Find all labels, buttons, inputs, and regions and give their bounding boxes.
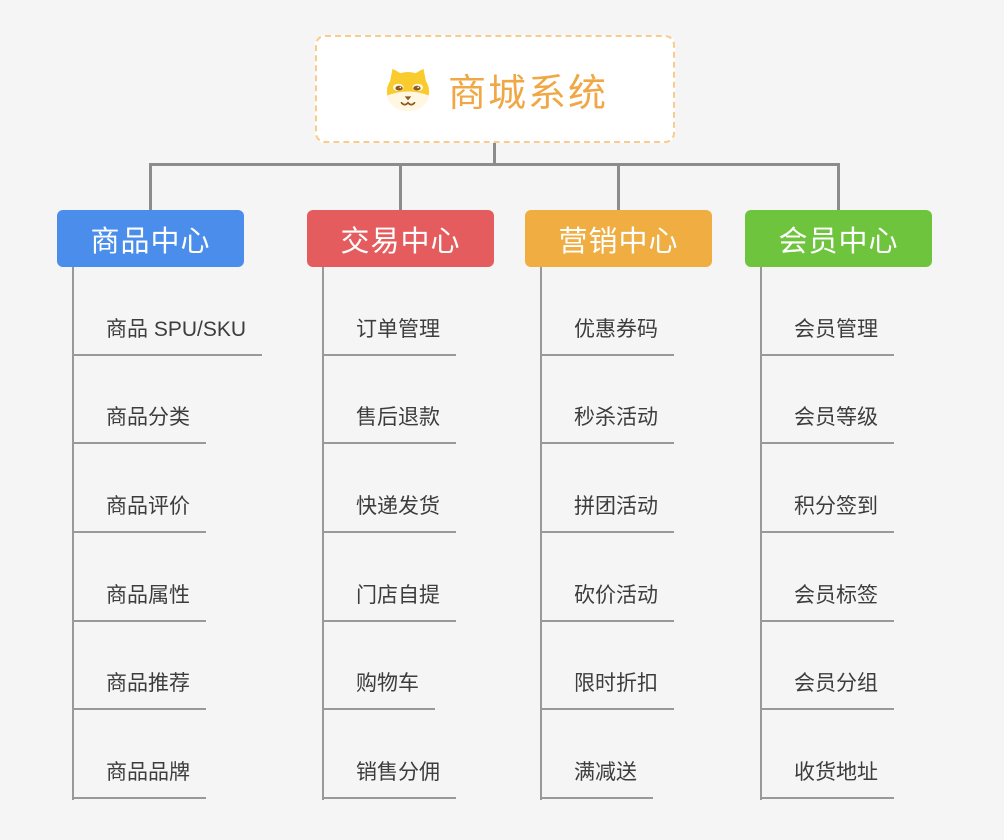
child-item-label[interactable]: 商品分类 <box>72 401 206 445</box>
child-item-label[interactable]: 商品推荐 <box>72 667 206 711</box>
branch-label: 交易中心 <box>340 225 461 258</box>
child-item: 售后退款 <box>307 356 456 445</box>
child-item: 订单管理 <box>307 267 456 356</box>
root-node[interactable]: 商城系统 <box>315 35 675 143</box>
connector-branch-drop <box>399 163 402 210</box>
child-item-label[interactable]: 商品品牌 <box>72 756 206 800</box>
child-item-label[interactable]: 商品属性 <box>72 579 206 622</box>
child-item: 商品品牌 <box>57 710 262 800</box>
child-item: 会员分组 <box>745 622 894 711</box>
connector-root-stub <box>492 143 496 164</box>
branch-node[interactable]: 营销中心 <box>525 210 712 267</box>
branch-label: 会员中心 <box>778 225 899 258</box>
branch-node[interactable]: 会员中心 <box>745 210 932 267</box>
child-item-label[interactable]: 会员等级 <box>760 401 894 445</box>
connector-branch-drop <box>149 163 152 210</box>
child-item: 商品属性 <box>57 533 262 622</box>
child-item-label[interactable]: 销售分佣 <box>322 756 456 800</box>
branch-trunk-line <box>760 267 762 800</box>
dog-face-icon <box>382 66 434 112</box>
child-item: 限时折扣 <box>525 622 674 711</box>
child-item-label[interactable]: 商品评价 <box>72 490 206 534</box>
root-title: 商城系统 <box>447 72 608 115</box>
branch-label: 营销中心 <box>558 225 679 258</box>
child-item: 会员标签 <box>745 533 894 622</box>
child-item-label[interactable]: 商品 SPU/SKU <box>72 313 263 356</box>
child-item: 商品评价 <box>57 444 262 534</box>
child-item-label[interactable]: 限时折扣 <box>540 667 674 711</box>
connector-branch-drop <box>617 163 620 210</box>
child-item: 秒杀活动 <box>525 356 674 445</box>
branch-trunk-line <box>322 267 324 800</box>
child-item: 收货地址 <box>745 710 894 800</box>
child-item: 拼团活动 <box>525 444 674 534</box>
branch-trunk-line <box>540 267 542 800</box>
branch-trunk-line <box>72 267 74 800</box>
child-item: 商品分类 <box>57 356 262 445</box>
child-item-label[interactable]: 会员标签 <box>760 579 894 622</box>
branch-node[interactable]: 交易中心 <box>307 210 494 267</box>
child-item-label[interactable]: 会员管理 <box>760 313 894 356</box>
child-item-label[interactable]: 收货地址 <box>760 756 894 800</box>
child-item: 门店自提 <box>307 533 456 622</box>
child-item-label[interactable]: 购物车 <box>322 667 435 711</box>
child-item-label[interactable]: 砍价活动 <box>540 579 674 622</box>
child-item-label[interactable]: 秒杀活动 <box>540 401 674 445</box>
child-item: 满减送 <box>525 710 674 800</box>
child-item: 会员等级 <box>745 356 894 445</box>
child-item: 积分签到 <box>745 444 894 534</box>
child-item: 快递发货 <box>307 444 456 534</box>
child-item-label[interactable]: 快递发货 <box>322 490 456 534</box>
child-item-label[interactable]: 售后退款 <box>322 401 456 445</box>
child-item-label[interactable]: 拼团活动 <box>540 490 674 534</box>
connector-branch-drop <box>837 163 840 210</box>
branch-node[interactable]: 商品中心 <box>57 210 244 267</box>
child-item: 砍价活动 <box>525 533 674 622</box>
branch-label: 商品中心 <box>90 225 211 258</box>
child-item-label[interactable]: 订单管理 <box>322 313 456 356</box>
child-item: 会员管理 <box>745 267 894 356</box>
child-item-label[interactable]: 积分签到 <box>760 490 894 534</box>
connector-bus <box>149 163 840 166</box>
child-item: 优惠券码 <box>525 267 674 356</box>
child-item: 购物车 <box>307 622 456 711</box>
child-item: 销售分佣 <box>307 710 456 800</box>
child-item-label[interactable]: 优惠券码 <box>540 313 674 356</box>
child-item-label[interactable]: 门店自提 <box>322 579 456 622</box>
child-item: 商品 SPU/SKU <box>57 267 263 356</box>
child-item-label[interactable]: 会员分组 <box>760 667 894 711</box>
child-item: 商品推荐 <box>57 622 262 711</box>
child-item-label[interactable]: 满减送 <box>540 756 653 800</box>
